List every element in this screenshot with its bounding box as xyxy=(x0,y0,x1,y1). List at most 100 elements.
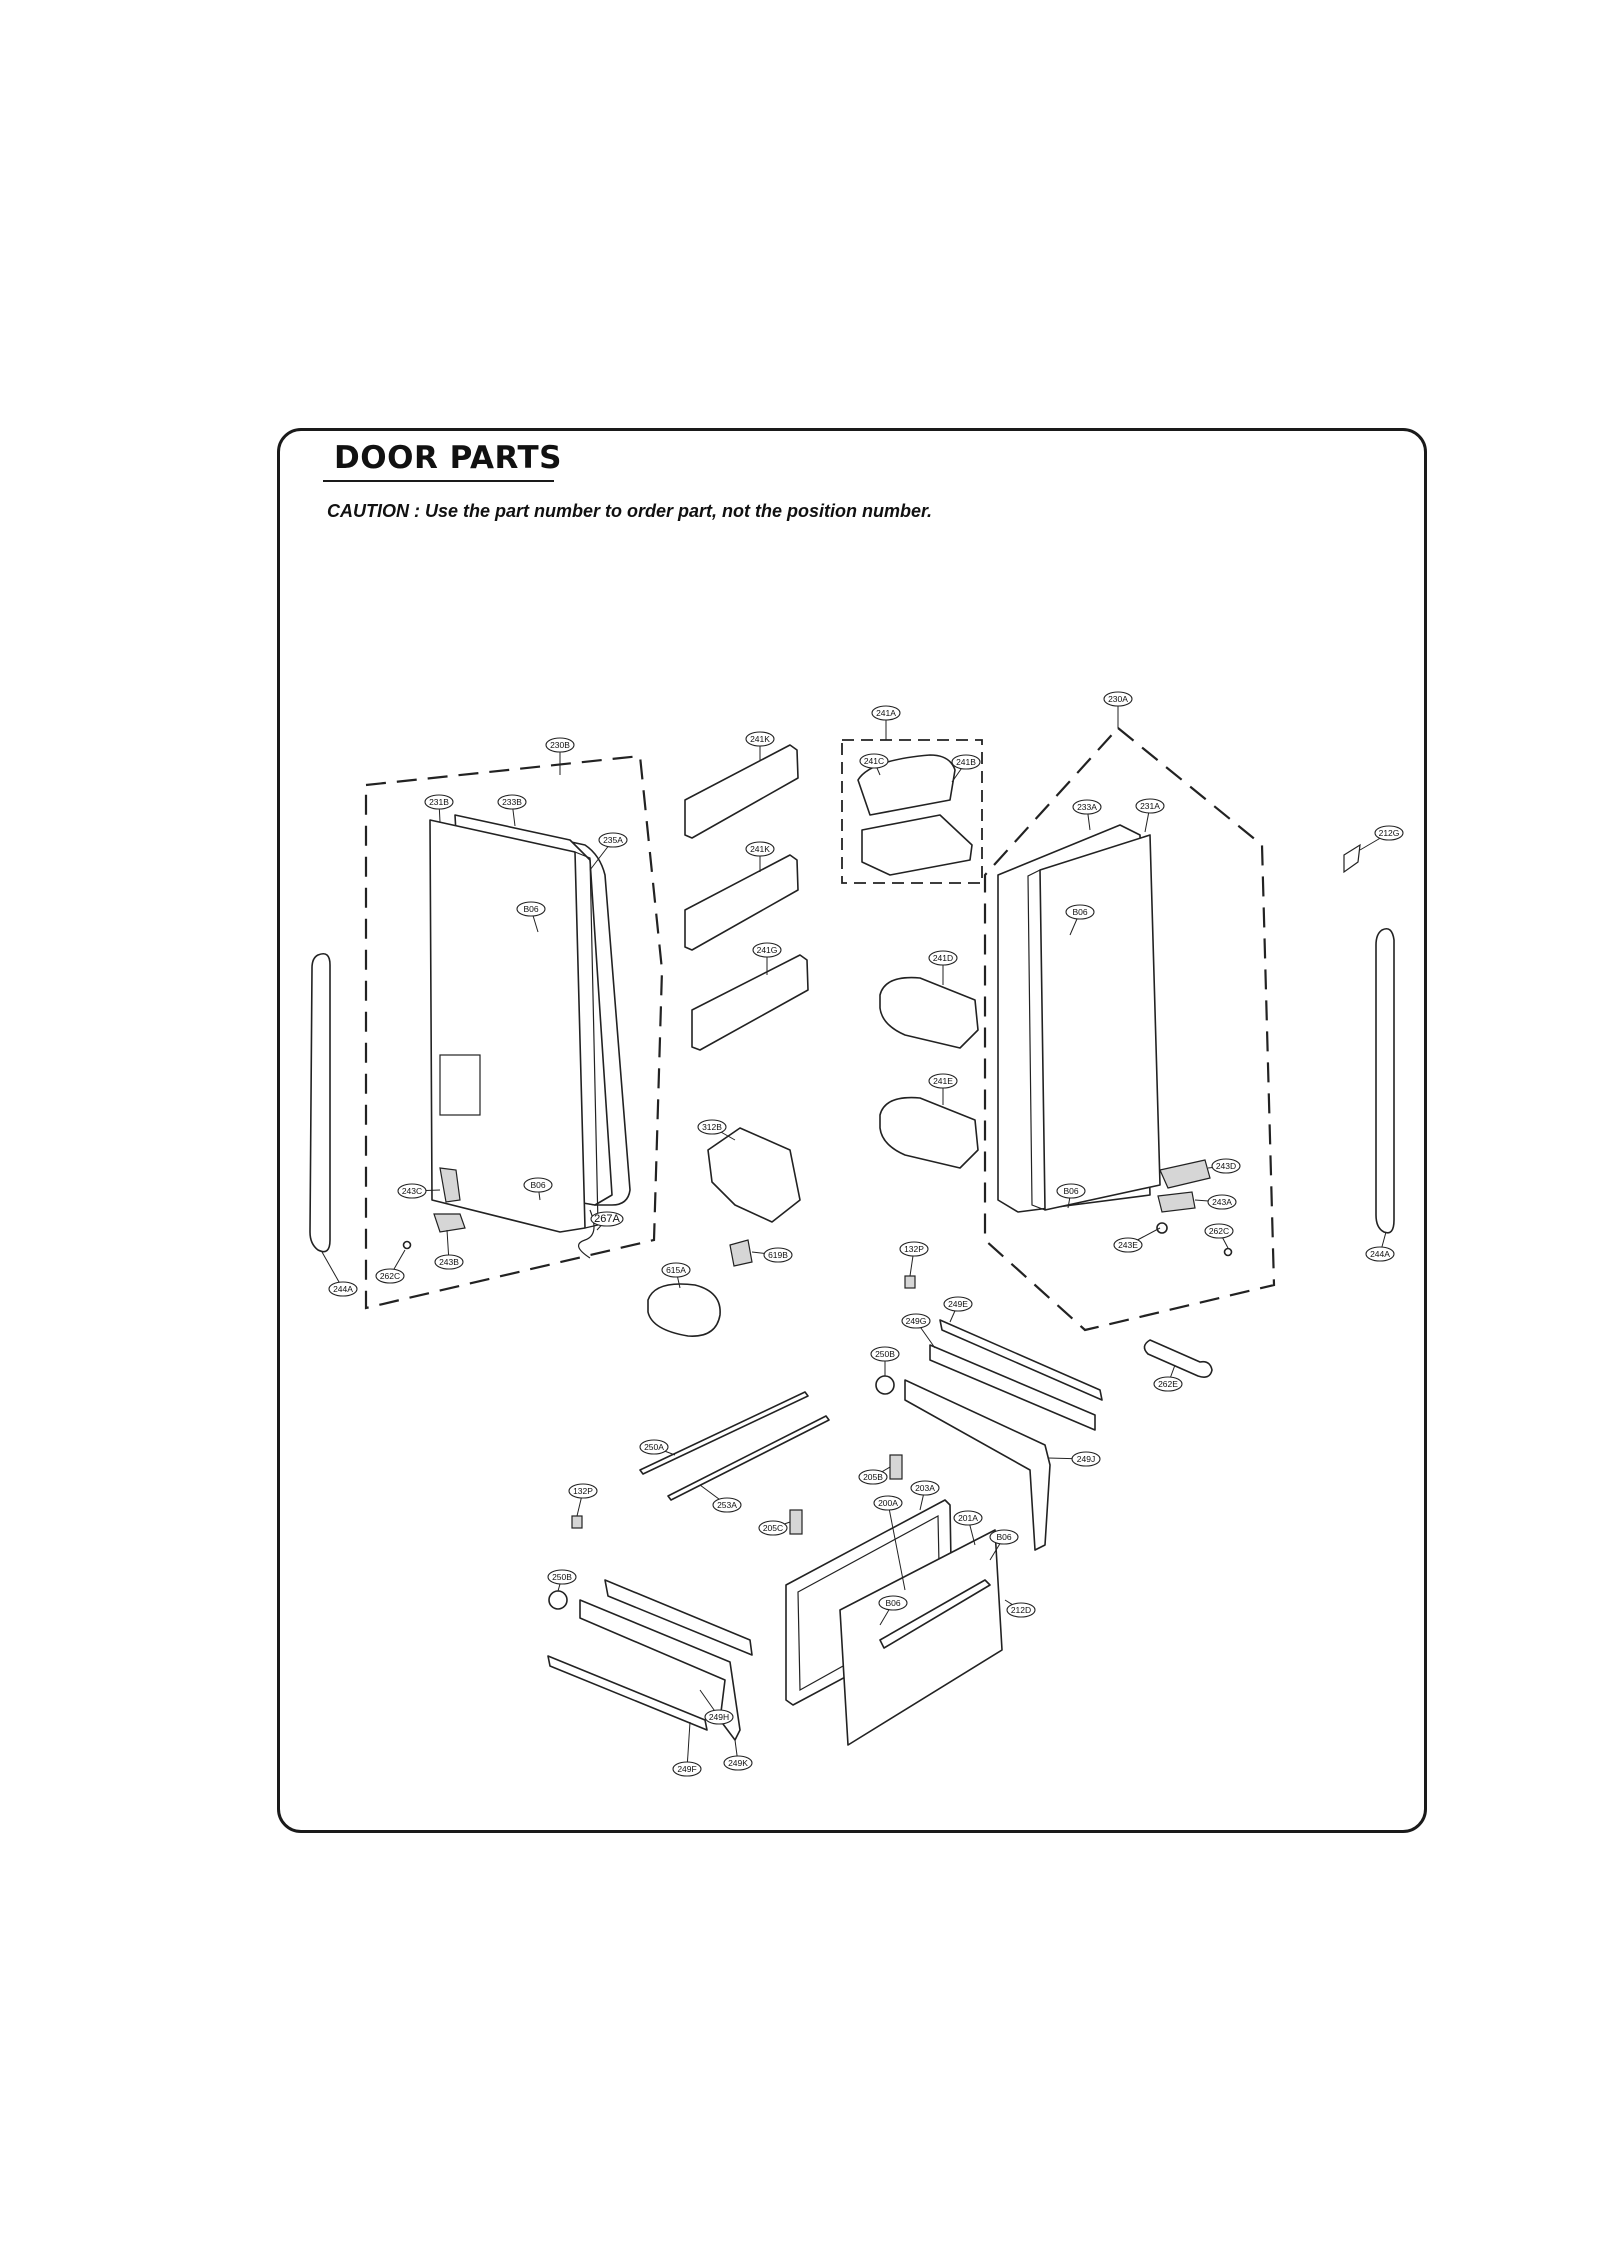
callout-label: 241K xyxy=(750,844,770,854)
callout-label: 250A xyxy=(644,1442,664,1452)
callout-b06: B06 xyxy=(523,1177,553,1193)
callout-b06: B06 xyxy=(1056,1183,1086,1199)
callout-132p: 132P xyxy=(899,1241,929,1257)
callout-244a: 244A xyxy=(328,1281,358,1297)
callout-label: 205C xyxy=(763,1523,783,1533)
callout-b06: B06 xyxy=(989,1529,1019,1545)
callout-243a: 243A xyxy=(1207,1194,1237,1210)
callout-label: 619B xyxy=(768,1250,788,1260)
callout-249k: 249K xyxy=(723,1755,753,1771)
right-hinge-cam xyxy=(1156,1222,1168,1234)
callout-label: 243C xyxy=(402,1186,422,1196)
callout-label: 233B xyxy=(502,797,522,807)
callout-label: 241E xyxy=(933,1076,953,1086)
callout-619b: 619B xyxy=(763,1247,793,1263)
left-door-label-plate xyxy=(439,1054,481,1116)
callout-label: 241C xyxy=(864,756,884,766)
callout-label: 250B xyxy=(875,1349,895,1359)
callout-262e: 262E xyxy=(1153,1376,1183,1392)
dispenser-housing xyxy=(707,1127,801,1223)
callout-203a: 203A xyxy=(910,1480,940,1496)
callout-label: B06 xyxy=(530,1180,545,1190)
rail-249J xyxy=(904,1379,1051,1551)
callout-leader xyxy=(686,1721,691,1770)
left-lower-hinge xyxy=(439,1167,461,1203)
door-bin-lower xyxy=(691,954,809,1051)
callout-label: 249K xyxy=(728,1758,748,1768)
callout-212g: 212G xyxy=(1374,825,1404,841)
bar-253A xyxy=(667,1415,830,1501)
callout-249g: 249G xyxy=(901,1313,931,1329)
callout-243e: 243E xyxy=(1113,1237,1143,1253)
callout-b06: B06 xyxy=(1065,904,1095,920)
callout-label: 615A xyxy=(666,1265,686,1275)
dairy-bin-basket xyxy=(861,814,973,876)
callout-label: B06 xyxy=(885,1598,900,1608)
callout-label: 231A xyxy=(1140,801,1160,811)
gear-250B-upper xyxy=(875,1375,895,1395)
callout-241c: 241C xyxy=(859,753,889,769)
callout-label: 267A xyxy=(594,1213,620,1225)
left-handle xyxy=(309,952,331,1253)
callout-241k: 241K xyxy=(745,841,775,857)
callout-250b: 250B xyxy=(870,1346,900,1362)
callout-230a: 230A xyxy=(1103,691,1133,707)
callout-250b: 250B xyxy=(547,1569,577,1585)
callout-312b: 312B xyxy=(697,1119,727,1135)
callout-label: 212D xyxy=(1011,1605,1031,1615)
page-title: DOOR PARTS xyxy=(334,440,562,476)
callout-label: 233A xyxy=(1077,802,1097,812)
callout-241b: 241B xyxy=(951,754,981,770)
right-door-panel xyxy=(1039,834,1161,1211)
door-bin-middle xyxy=(684,854,799,951)
bin-kit-outline xyxy=(841,739,983,884)
callout-250a: 250A xyxy=(639,1439,669,1455)
bar-250A xyxy=(639,1391,809,1475)
right-door-group-outline xyxy=(983,726,1276,1332)
callout-label: 132P xyxy=(904,1244,924,1254)
water-valve xyxy=(729,1239,753,1267)
callout-label: 243D xyxy=(1216,1161,1236,1171)
callout-233a: 233A xyxy=(1072,799,1102,815)
callout-label: 262E xyxy=(1158,1379,1178,1389)
callout-249f: 249F xyxy=(672,1761,702,1777)
callout-label: B06 xyxy=(1072,907,1087,917)
callout-label: 244A xyxy=(1370,1249,1390,1259)
callout-label: 262C xyxy=(1209,1226,1229,1236)
callout-label: 253A xyxy=(717,1500,737,1510)
water-tank xyxy=(647,1283,721,1337)
callout-200a: 200A xyxy=(873,1495,903,1511)
left-hinge-bracket xyxy=(433,1213,466,1233)
rail-249E xyxy=(939,1319,1103,1401)
label-212G xyxy=(1343,843,1361,874)
callout-231b: 231B xyxy=(424,794,454,810)
callout-label: 250B xyxy=(552,1572,572,1582)
right-upper-hinge xyxy=(1159,1159,1211,1189)
callout-262c: 262C xyxy=(375,1268,405,1284)
door-bin-241D xyxy=(879,976,979,1049)
left-door-panel xyxy=(429,819,586,1233)
right-handle xyxy=(1375,927,1395,1234)
callout-label: 249F xyxy=(677,1764,696,1774)
left-door-edge xyxy=(574,851,599,1229)
callout-label: 249H xyxy=(709,1712,729,1722)
callout-label: B06 xyxy=(523,904,538,914)
rail-249F xyxy=(547,1655,708,1731)
callout-label: 262C xyxy=(380,1271,400,1281)
callout-241e: 241E xyxy=(928,1073,958,1089)
caution-note: CAUTION : Use the part number to order p… xyxy=(327,501,933,521)
rail-249H xyxy=(604,1579,753,1656)
callout-label: 244A xyxy=(333,1284,353,1294)
callout-201a: 201A xyxy=(953,1510,983,1526)
callout-235a: 235A xyxy=(598,832,628,848)
callout-243b: 243B xyxy=(434,1254,464,1270)
callout-267a: 267A xyxy=(590,1211,624,1227)
callout-241a: 241A xyxy=(871,705,901,721)
callout-label: 203A xyxy=(915,1483,935,1493)
callout-205c: 205C xyxy=(758,1520,788,1536)
callout-label: 312B xyxy=(702,1122,722,1132)
callout-244a: 244A xyxy=(1365,1246,1395,1262)
callout-label: 249J xyxy=(1077,1454,1095,1464)
bracket-205C xyxy=(789,1509,803,1535)
